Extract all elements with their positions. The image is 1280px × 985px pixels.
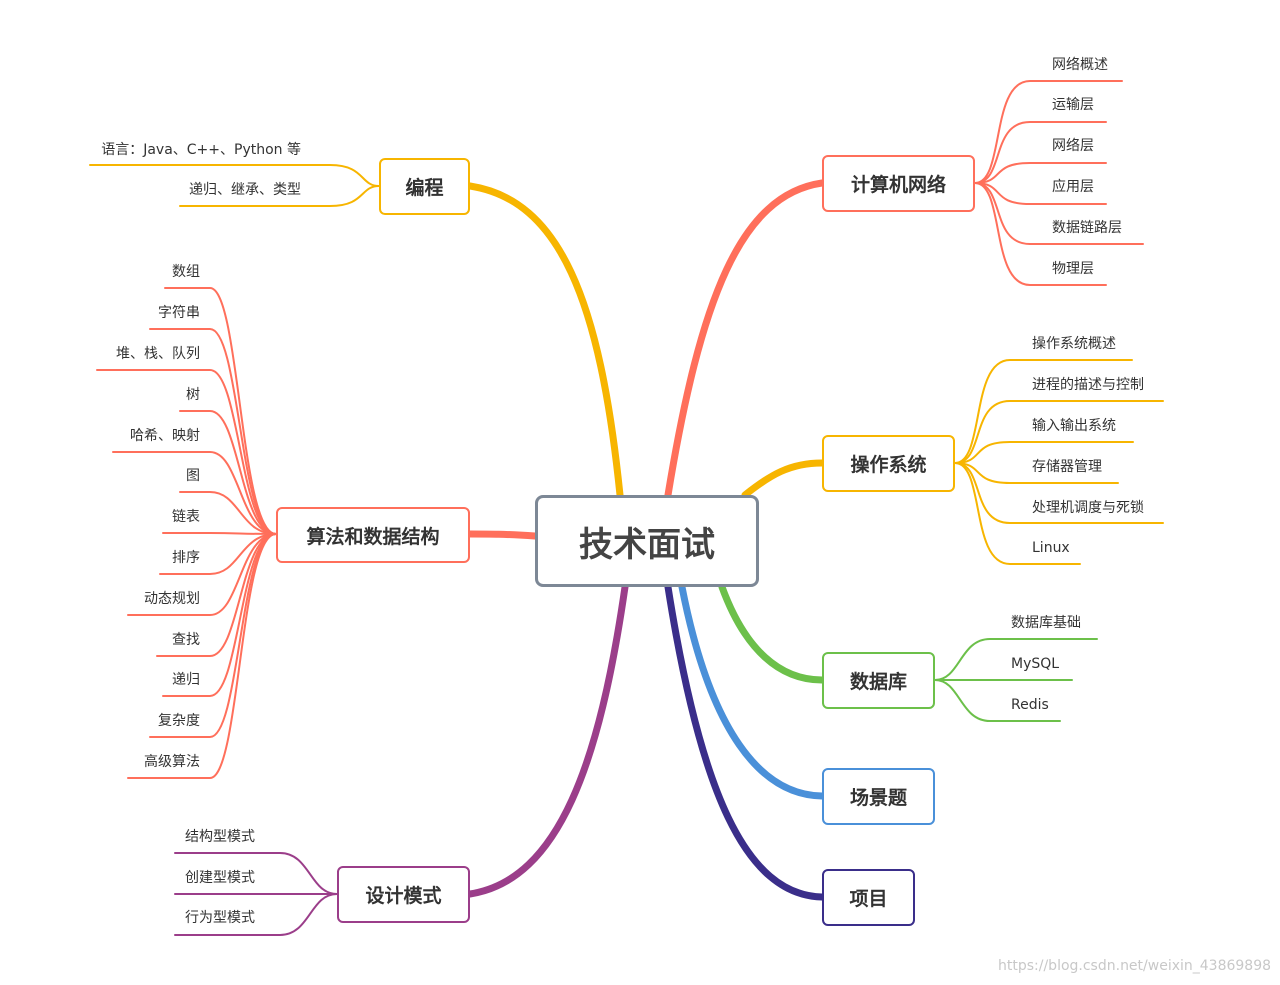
line-algo-4 — [112, 451, 277, 535]
node-algorithms[interactable]: 算法和数据结构 — [276, 507, 470, 563]
leaf-net-physical[interactable]: 物理层 — [1052, 261, 1094, 277]
node-database[interactable]: 数据库 — [822, 652, 935, 709]
leaf-net-overview[interactable]: 网络概述 — [1052, 57, 1108, 73]
line-algo-7 — [159, 533, 277, 575]
leaf-algo-string[interactable]: 字符串 — [158, 305, 200, 321]
node-projects[interactable]: 项目 — [822, 869, 915, 926]
leaf-os-linux[interactable]: Linux — [1032, 540, 1070, 556]
leaf-algo-hash[interactable]: 哈希、映射 — [130, 428, 200, 444]
watermark: https://blog.csdn.net/weixin_43869898 — [998, 958, 1272, 974]
node-computer-network[interactable]: 计算机网络 — [822, 155, 975, 212]
leaf-algo-tree[interactable]: 树 — [186, 387, 200, 403]
leaf-algo-heap-stack-queue[interactable]: 堆、栈、队列 — [116, 346, 200, 362]
line-algo-5 — [179, 491, 277, 535]
leaf-os-memory[interactable]: 存储器管理 — [1032, 459, 1102, 475]
leaf-db-mysql[interactable]: MySQL — [1011, 656, 1060, 672]
line-algo-9 — [156, 533, 277, 657]
leaf-net-application[interactable]: 应用层 — [1052, 179, 1094, 195]
line-algo-8 — [127, 533, 277, 616]
leaf-os-scheduling[interactable]: 处理机调度与死锁 — [1032, 500, 1144, 516]
line-algo-12 — [127, 533, 277, 779]
leaf-pattern-structural[interactable]: 结构型模式 — [185, 829, 255, 845]
line-algo-3 — [179, 410, 277, 535]
leaf-pattern-behavioral[interactable]: 行为型模式 — [185, 910, 255, 926]
line-algo-1 — [149, 328, 277, 535]
line-net-5 — [974, 182, 1107, 286]
line-db-0 — [934, 638, 1098, 681]
line-net-0 — [974, 80, 1123, 184]
node-operating-system[interactable]: 操作系统 — [822, 435, 955, 492]
leaf-net-datalink[interactable]: 数据链路层 — [1052, 220, 1122, 236]
trunk-algorithms — [466, 530, 539, 540]
line-pattern-2 — [174, 893, 338, 936]
line-os-1 — [954, 400, 1164, 464]
line-os-0 — [954, 359, 1133, 464]
leaf-os-overview[interactable]: 操作系统概述 — [1032, 336, 1116, 352]
line-programming-recursion — [179, 185, 380, 207]
leaf-db-redis[interactable]: Redis — [1011, 697, 1049, 713]
line-algo-2 — [96, 369, 277, 535]
node-design-patterns[interactable]: 设计模式 — [337, 866, 470, 923]
leaf-os-process[interactable]: 进程的描述与控制 — [1032, 377, 1144, 393]
trunk-database — [718, 583, 826, 684]
leaf-algo-advanced[interactable]: 高级算法 — [144, 754, 200, 770]
leaf-algo-search[interactable]: 查找 — [172, 632, 200, 648]
line-os-5 — [954, 462, 1081, 565]
leaf-pattern-creational[interactable]: 创建型模式 — [185, 870, 255, 886]
line-net-3 — [974, 182, 1107, 205]
leaf-net-network[interactable]: 网络层 — [1052, 138, 1094, 154]
leaf-algo-recursion[interactable]: 递归 — [172, 672, 200, 688]
node-programming[interactable]: 编程 — [379, 158, 470, 215]
line-programming-languages — [89, 164, 380, 187]
line-algo-0 — [164, 287, 277, 535]
line-algo-6 — [162, 532, 277, 535]
node-scenario-questions[interactable]: 场景题 — [822, 768, 935, 825]
trunk-os — [741, 459, 826, 499]
leaf-algo-sort[interactable]: 排序 — [172, 550, 200, 566]
leaf-algo-complexity[interactable]: 复杂度 — [158, 713, 200, 729]
leaf-programming-languages[interactable]: 语言：Java、C++、Python 等 — [101, 142, 301, 158]
line-net-2 — [974, 162, 1107, 184]
line-os-3 — [954, 462, 1119, 484]
leaf-os-io[interactable]: 输入输出系统 — [1032, 418, 1116, 434]
leaf-net-transport[interactable]: 运输层 — [1052, 97, 1094, 113]
trunk-design-patterns — [466, 583, 629, 898]
leaf-algo-dynamic-programming[interactable]: 动态规划 — [144, 591, 200, 607]
line-net-1 — [974, 121, 1107, 184]
line-db-2 — [934, 679, 1061, 722]
leaf-db-basics[interactable]: 数据库基础 — [1011, 615, 1081, 631]
trunk-projects — [664, 583, 826, 901]
root-node[interactable]: 技术面试 — [535, 495, 759, 587]
leaf-algo-linked-list[interactable]: 链表 — [172, 509, 200, 525]
leaf-algo-array[interactable]: 数组 — [172, 264, 200, 280]
line-os-2 — [954, 441, 1134, 464]
line-os-4 — [954, 462, 1164, 524]
leaf-algo-graph[interactable]: 图 — [186, 468, 200, 484]
trunk-scenario — [678, 583, 826, 800]
trunk-programming — [466, 182, 624, 499]
line-algo-10 — [162, 533, 277, 697]
leaf-programming-recursion[interactable]: 递归、继承、类型 — [189, 182, 301, 198]
trunk-network — [664, 179, 826, 499]
line-pattern-0 — [174, 852, 338, 895]
